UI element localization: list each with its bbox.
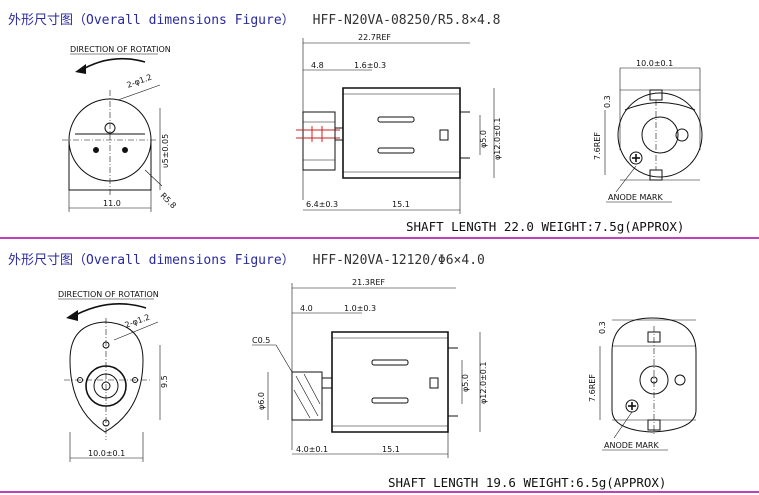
section-divider-2 — [0, 491, 759, 493]
motor1-rear-view: 10.0±0.1 0.3 7.6REF ANODE MARK — [593, 59, 703, 203]
rotation-arrow-2 — [66, 310, 78, 321]
overall-label-2: 21.3REF — [352, 278, 385, 287]
anode-label-2: ANODE MARK — [604, 441, 659, 450]
dia-wheel-label-2: φ6.0 — [257, 392, 266, 410]
rear-ref-label-1: 7.6REF — [593, 132, 602, 160]
height-label-1: υ5±0.05 — [161, 134, 170, 168]
rotation-label-2: DIRECTION OF ROTATION — [58, 290, 159, 299]
dia-shaft-label-2: φ5.0 — [461, 374, 470, 392]
anode-label-1: ANODE MARK — [608, 193, 663, 202]
rotation-arrow-1 — [75, 64, 86, 74]
rear-ref-label-2: 7.6REF — [588, 374, 597, 402]
len-d-label-2: 15.1 — [382, 445, 400, 454]
len-c-label-1: 6.4±0.3 — [306, 200, 338, 209]
rotation-label-1: DIRECTION OF ROTATION — [70, 45, 171, 54]
len-a-label-2: 4.0 — [300, 304, 313, 313]
figure-title-1: 外形尺寸图（Overall dimensions Figure） HFF-N20V… — [8, 9, 501, 28]
figure-title-2: 外形尺寸图（Overall dimensions Figure） HFF-N20V… — [8, 249, 485, 268]
holes-label-1: 2-φ1.2 — [126, 73, 153, 90]
spec-line-2: SHAFT LENGTH 19.6 WEIGHT:6.5g(APPROX) — [388, 475, 667, 490]
rear-small-label-1: 0.3 — [603, 95, 612, 108]
len-d-label-1: 15.1 — [392, 200, 410, 209]
title-text-2: 外形尺寸图（Overall dimensions Figure） — [8, 253, 295, 268]
model-number-1: HFF-N20VA-08250/R5.8×4.8 — [312, 13, 501, 28]
rear-width-label-1: 10.0±0.1 — [636, 59, 673, 68]
motor2-front-view: DIRECTION OF ROTATION 2-φ1.2 9.5 10.0±0.… — [58, 290, 169, 462]
rear-small-label-2: 0.3 — [598, 321, 607, 334]
motor2-side-view: 21.3REF 4.0 1.0±0.3 C0.5 φ6.0 φ5.0 φ12.0… — [252, 278, 488, 458]
len-a-label-1: 4.8 — [311, 61, 324, 70]
overall-label-1: 22.7REF — [358, 33, 391, 42]
section-divider-1 — [0, 237, 759, 239]
motor1-front-view: DIRECTION OF ROTATION 2-φ1.2 υ5±0.05 R5.… — [62, 45, 178, 212]
model-number-2: HFF-N20VA-12120/Φ6×4.0 — [312, 253, 485, 268]
len-b-label-1: 1.6±0.3 — [354, 61, 386, 70]
motor2-rear-view: 0.3 7.6REF ANODE MARK — [588, 317, 697, 451]
height-label-2: 9.5 — [160, 375, 169, 388]
dia-shaft-label-1: φ5.0 — [479, 130, 488, 148]
title-text-1: 外形尺寸图（Overall dimensions Figure） — [8, 13, 295, 28]
len-b-label-2: 1.0±0.3 — [344, 304, 376, 313]
chamfer-label-2: C0.5 — [252, 336, 270, 345]
width-label-1: 11.0 — [103, 199, 121, 208]
dia-body-label-1: φ12.0±0.1 — [493, 117, 502, 160]
holes-label-2: 2-φ1.2 — [124, 313, 151, 330]
motor1-side-view: 22.7REF 4.8 1.6±0.3 φ5.0 φ12.0±0.1 6.4±0… — [296, 33, 502, 214]
dia-body-label-2: φ12.0±0.1 — [479, 361, 488, 404]
len-c-label-2: 4.0±0.1 — [296, 445, 328, 454]
radius-label-1: R5.8 — [159, 191, 178, 210]
width-label-2: 10.0±0.1 — [88, 449, 125, 458]
spec-line-1: SHAFT LENGTH 22.0 WEIGHT:7.5g(APPROX) — [406, 219, 685, 234]
